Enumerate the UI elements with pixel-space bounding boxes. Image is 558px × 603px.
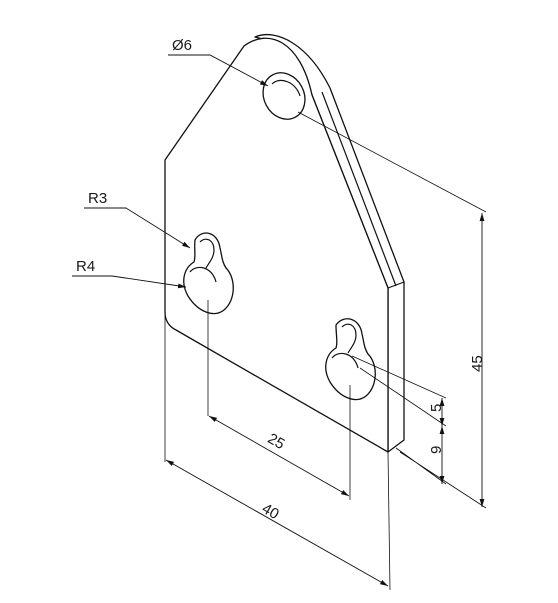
leader-r4: [72, 275, 187, 289]
label-slot-large-radius: R4: [76, 258, 95, 275]
label-dim-25: 25: [265, 430, 288, 453]
label-hole-diameter: Ø6: [172, 37, 192, 54]
leader-r3: [84, 207, 191, 249]
label-dim-40: 40: [259, 500, 282, 523]
label-dim-5: 5: [428, 404, 445, 412]
dim-line-25: [208, 415, 350, 497]
right-slot: [325, 318, 376, 401]
plate-front-face: [164, 37, 389, 453]
label-dim-45: 45: [469, 355, 486, 372]
left-slot: [183, 232, 234, 315]
label-dim-9: 9: [428, 446, 445, 454]
plate-corner-line: [387, 281, 405, 289]
round-hole: [262, 72, 306, 120]
leader-o6: [168, 54, 269, 87]
plate-edge-line: [321, 91, 397, 287]
dim-line-40: [165, 459, 389, 587]
label-slot-small-radius: R3: [88, 190, 107, 207]
